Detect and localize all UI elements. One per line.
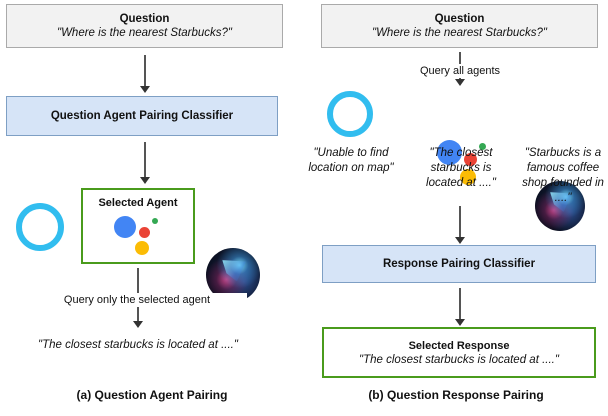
google-assistant-icon — [110, 214, 166, 256]
alexa-response-text: "Unable to find location on map" — [308, 147, 394, 174]
siri-response-text: "Starbucks is a famous coffee shop found… — [522, 147, 604, 204]
selected-response-text: "The closest starbucks is located at ...… — [359, 353, 559, 366]
alexa-icon — [16, 203, 64, 251]
agent-response-text-a: "The closest starbucks is located at ...… — [38, 339, 238, 351]
query-selected-agent-label: Query only the selected agent — [27, 293, 247, 307]
siri-icon — [535, 181, 585, 231]
panel-a-caption: (a) Question Agent Pairing — [76, 388, 228, 402]
question-text-b: "Where is the nearest Starbucks?" — [372, 26, 547, 39]
response-pairing-classifier: Response Pairing Classifier — [322, 245, 596, 283]
selected-response-box: Selected Response "The closest starbucks… — [322, 327, 596, 378]
panel-question-response-pairing: Question "Where is the nearest Starbucks… — [304, 0, 608, 416]
query-all-agents-label: Query all agents — [400, 64, 520, 78]
google-assistant-response-text: "The closest starbucks is located at ...… — [426, 147, 496, 189]
question-title-a: Question — [119, 12, 170, 25]
question-title-b: Question — [434, 12, 485, 25]
question-text-a: "Where is the nearest Starbucks?" — [57, 26, 232, 39]
classifier-label-a: Question Agent Pairing Classifier — [50, 110, 234, 122]
question-box-a: Question "Where is the nearest Starbucks… — [6, 4, 283, 48]
panel-b-caption: (b) Question Response Pairing — [368, 388, 544, 402]
selected-response-title: Selected Response — [408, 339, 510, 352]
alexa-icon — [327, 91, 373, 137]
selected-agent-box: Selected Agent — [81, 188, 195, 264]
classifier-label-b: Response Pairing Classifier — [382, 258, 536, 270]
question-agent-pairing-classifier: Question Agent Pairing Classifier — [6, 96, 278, 136]
panel-question-agent-pairing: Question "Where is the nearest Starbucks… — [0, 0, 304, 416]
selected-agent-title: Selected Agent — [98, 197, 178, 209]
google-assistant-icon — [435, 138, 491, 185]
question-box-b: Question "Where is the nearest Starbucks… — [321, 4, 598, 48]
